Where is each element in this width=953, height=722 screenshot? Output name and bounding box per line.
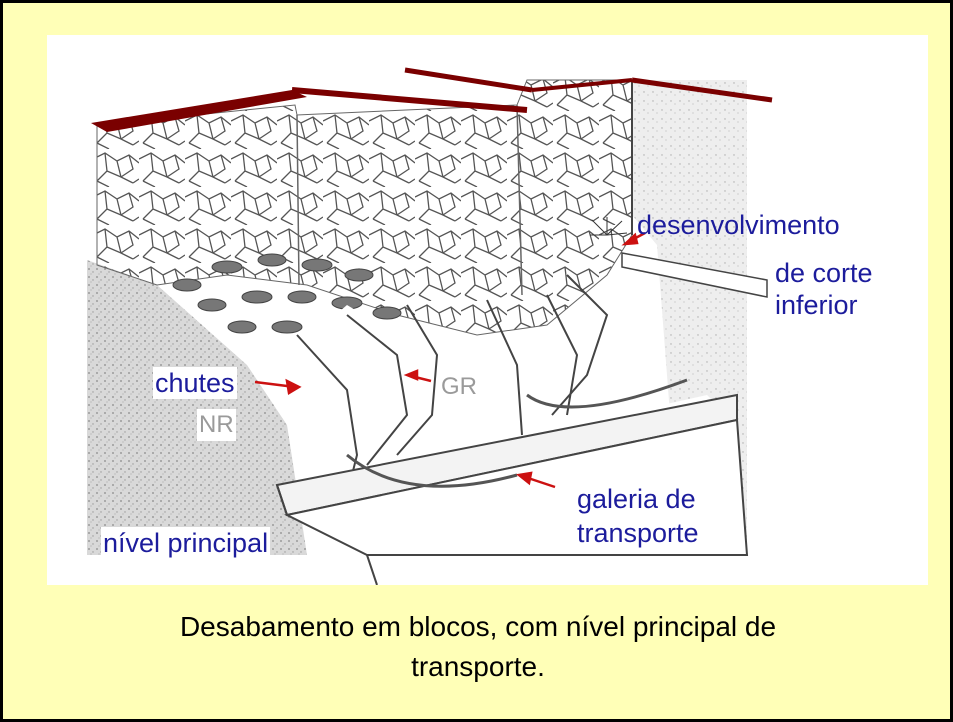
haulage-label-2: transporte (577, 518, 699, 548)
gr-label: GR (441, 373, 477, 400)
undercut-label-2: de corte (775, 258, 873, 288)
left-rock-face (87, 260, 307, 555)
undercut-label-3: inferior (775, 290, 858, 320)
block-caving-diagram: desenvolvimento de corte inferior chutes… (47, 35, 928, 585)
caption-line-1: Desabamento em blocos, com nível princip… (179, 611, 777, 642)
block-caving-illustration (87, 67, 773, 585)
drawpoint-funnels (296, 274, 609, 496)
chutes-label: chutes (153, 367, 237, 399)
undercut-gallery (621, 252, 768, 298)
nr-label: NR (197, 409, 236, 441)
haulage-label: galeria de (577, 484, 696, 514)
main-level-label: nível principal (101, 527, 271, 559)
chute-curves (346, 378, 688, 488)
haulage-floor (283, 418, 749, 556)
label-arrows (254, 231, 646, 489)
caption: Desabamento em blocos, com nível princip… (63, 607, 893, 687)
blast-burst (590, 217, 628, 236)
caption-line-2: transporte. (411, 651, 545, 682)
pillar-body (277, 305, 727, 505)
surface-strip-left (91, 90, 307, 132)
undercut-label: desenvolvimento (637, 210, 840, 240)
